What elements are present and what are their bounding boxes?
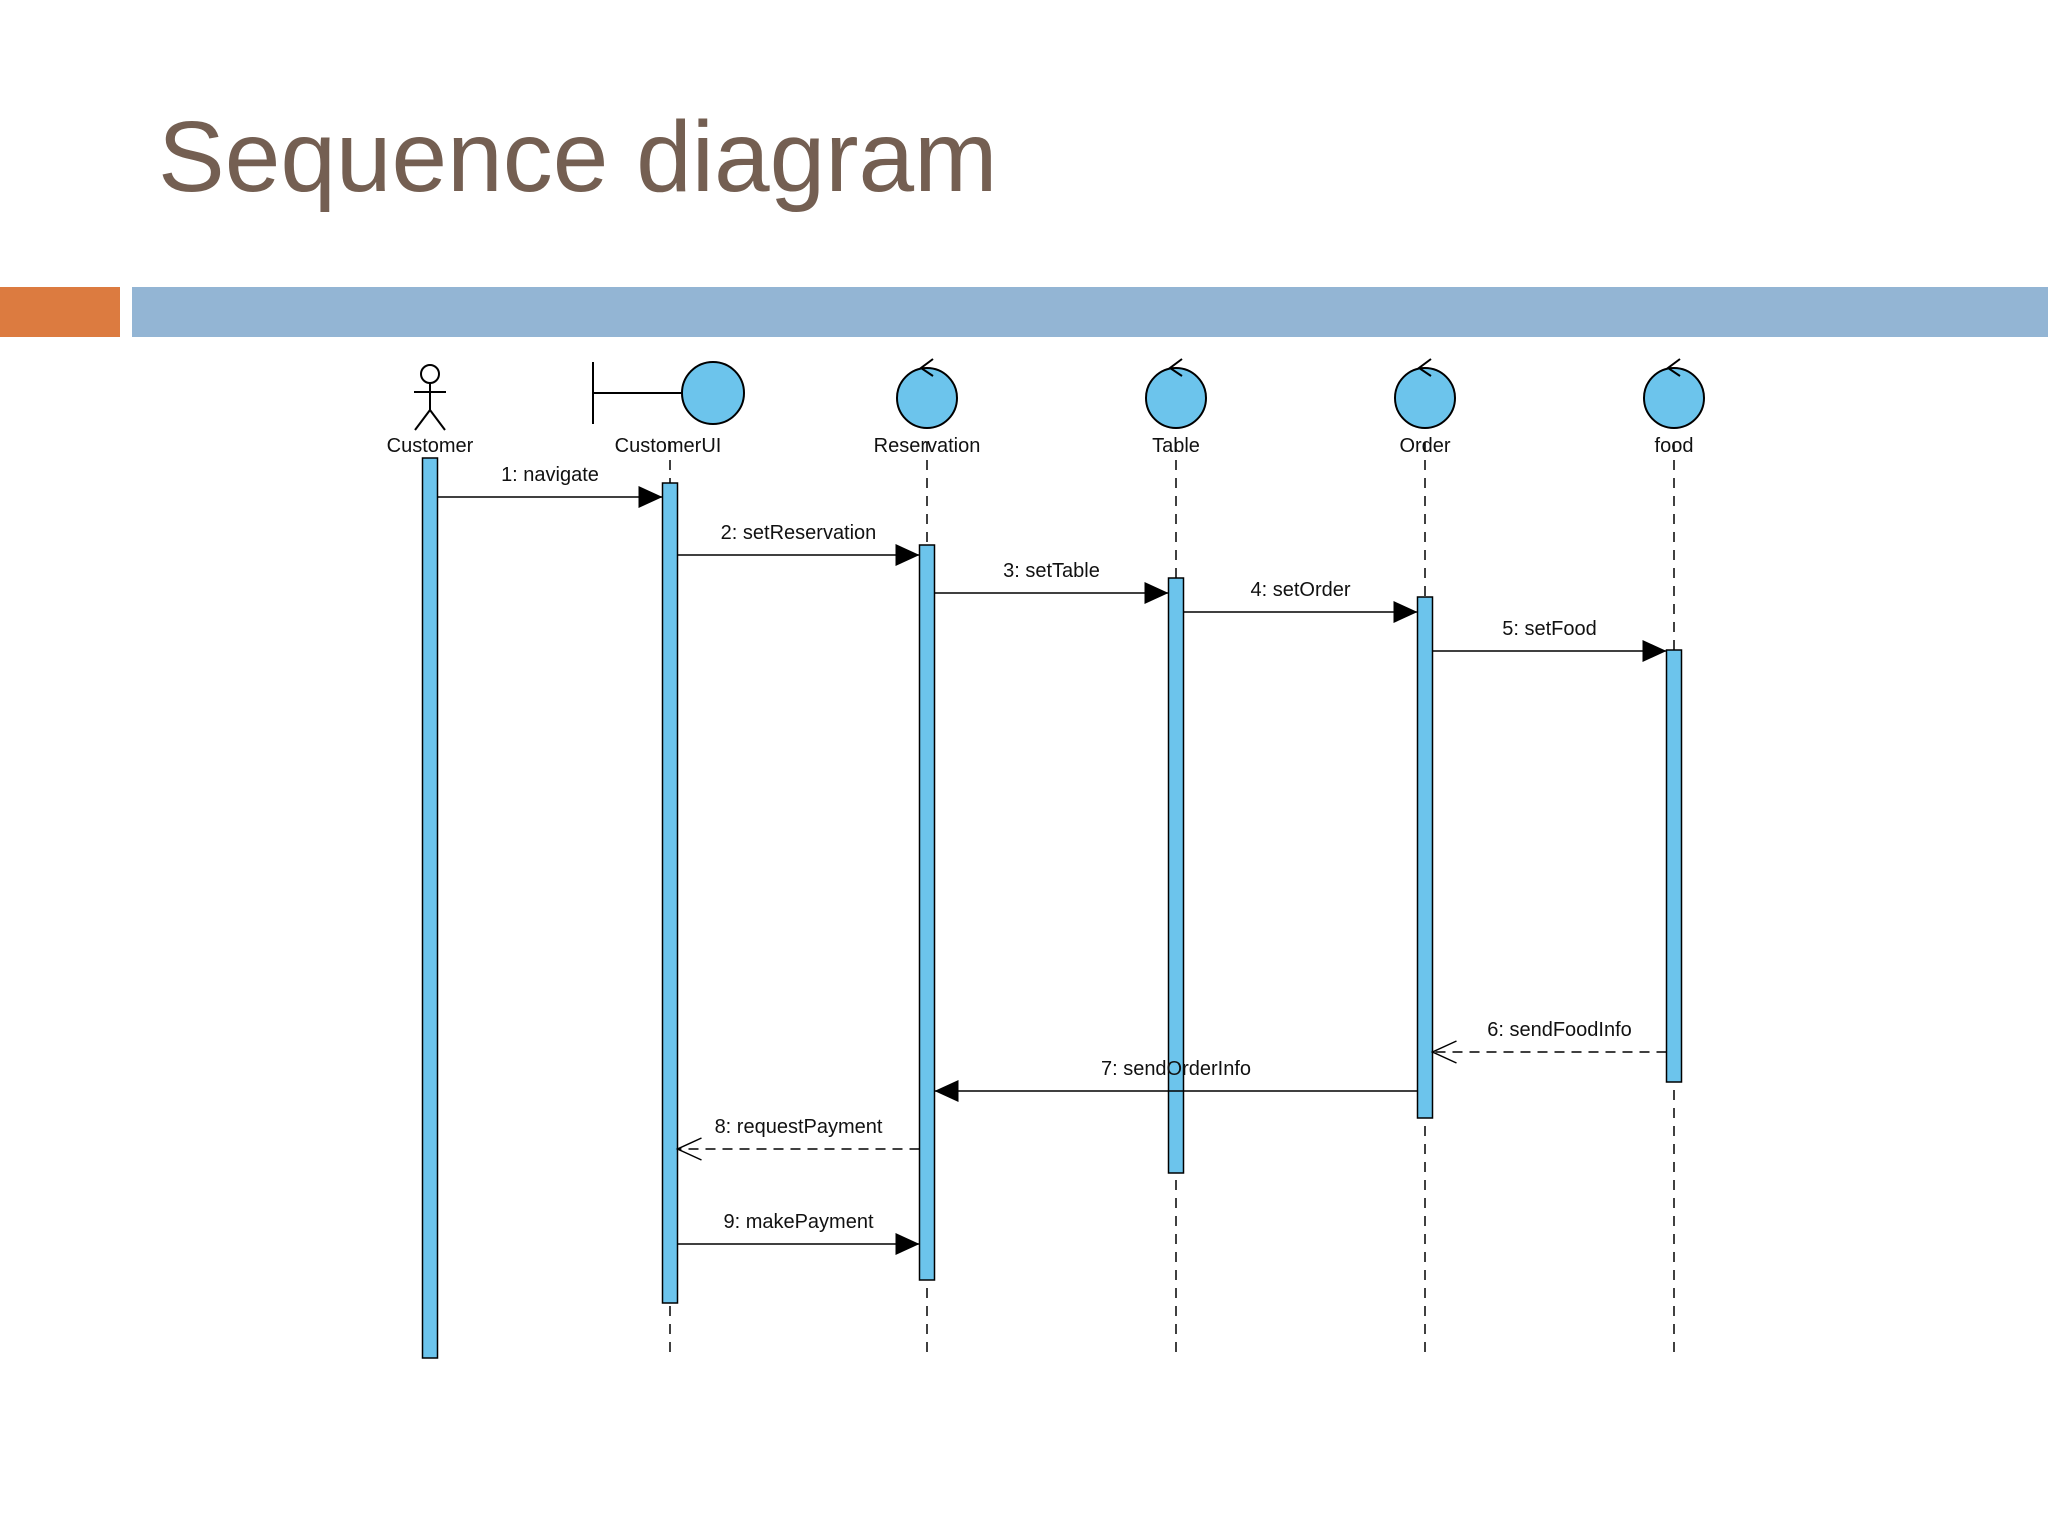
message-2: 2: setReservation xyxy=(677,522,920,566)
filled-arrowhead xyxy=(895,544,920,566)
actor-head xyxy=(420,364,440,384)
filled-arrowhead xyxy=(1642,640,1667,662)
message-label: 8: requestPayment xyxy=(715,1116,883,1138)
message-label: 5: setFood xyxy=(1502,618,1597,640)
message-4: 4: setOrder xyxy=(1183,579,1418,623)
activation-bar-food xyxy=(1665,649,1683,1083)
message-label: 6: sendFoodInfo xyxy=(1487,1019,1632,1041)
message-label: 1: navigate xyxy=(501,464,599,486)
control-circle xyxy=(1643,367,1705,429)
filled-arrowhead xyxy=(1393,601,1418,623)
message-label: 9: makePayment xyxy=(723,1211,874,1233)
boundary-icon-customerui xyxy=(592,361,745,425)
message-label: 3: setTable xyxy=(1003,560,1100,582)
control-arrow xyxy=(1168,358,1183,377)
participant-label-order: Order xyxy=(1399,435,1450,457)
participant-label-reservation: Reservation xyxy=(874,435,981,457)
filled-arrowhead xyxy=(895,1233,920,1255)
control-circle xyxy=(896,367,958,429)
control-icon-reservation xyxy=(896,358,958,429)
message-label: 4: setOrder xyxy=(1250,579,1350,601)
control-circle xyxy=(1145,367,1207,429)
actor-leg-right xyxy=(429,409,446,431)
message-5: 5: setFood xyxy=(1432,618,1667,662)
open-arrowhead xyxy=(675,1137,702,1161)
participant-label-customerui: CustomerUI xyxy=(615,435,722,457)
participant-label-customer: Customer xyxy=(387,435,474,457)
control-icon-table xyxy=(1145,358,1207,429)
open-arrowhead xyxy=(1430,1040,1457,1064)
message-label: 7: sendOrderInfo xyxy=(1101,1058,1251,1080)
filled-arrowhead xyxy=(934,1080,959,1102)
message-3: 3: setTable xyxy=(934,560,1169,604)
control-icon-food xyxy=(1643,358,1705,429)
control-icon-order xyxy=(1394,358,1456,429)
message-label: 2: setReservation xyxy=(721,522,877,544)
activation-bar-table xyxy=(1167,577,1185,1174)
activation-bar-customer xyxy=(421,457,439,1359)
activation-bar-reservation xyxy=(918,544,936,1281)
participant-label-table: Table xyxy=(1152,435,1200,457)
message-1: 1: navigate xyxy=(437,464,663,508)
actor-leg-left xyxy=(414,409,431,431)
activation-bar-customerui xyxy=(661,482,679,1304)
accent-bar xyxy=(0,287,120,337)
participant-label-food: food xyxy=(1655,435,1694,457)
control-arrow xyxy=(1666,358,1681,377)
control-circle xyxy=(1394,367,1456,429)
slide-title: Sequence diagram xyxy=(158,101,998,213)
message-7: 7: sendOrderInfo xyxy=(934,1058,1418,1102)
filled-arrowhead xyxy=(638,486,663,508)
activation-bar-order xyxy=(1416,596,1434,1119)
message-9: 9: makePayment xyxy=(677,1211,920,1255)
message-6: 6: sendFoodInfo xyxy=(1430,1019,1667,1064)
message-8: 8: requestPayment xyxy=(675,1116,920,1161)
title-rule xyxy=(132,287,2048,337)
control-arrow xyxy=(919,358,934,377)
control-arrow xyxy=(1417,358,1432,377)
actor-icon-customer xyxy=(414,364,446,431)
boundary-circle xyxy=(681,361,745,425)
filled-arrowhead xyxy=(1144,582,1169,604)
